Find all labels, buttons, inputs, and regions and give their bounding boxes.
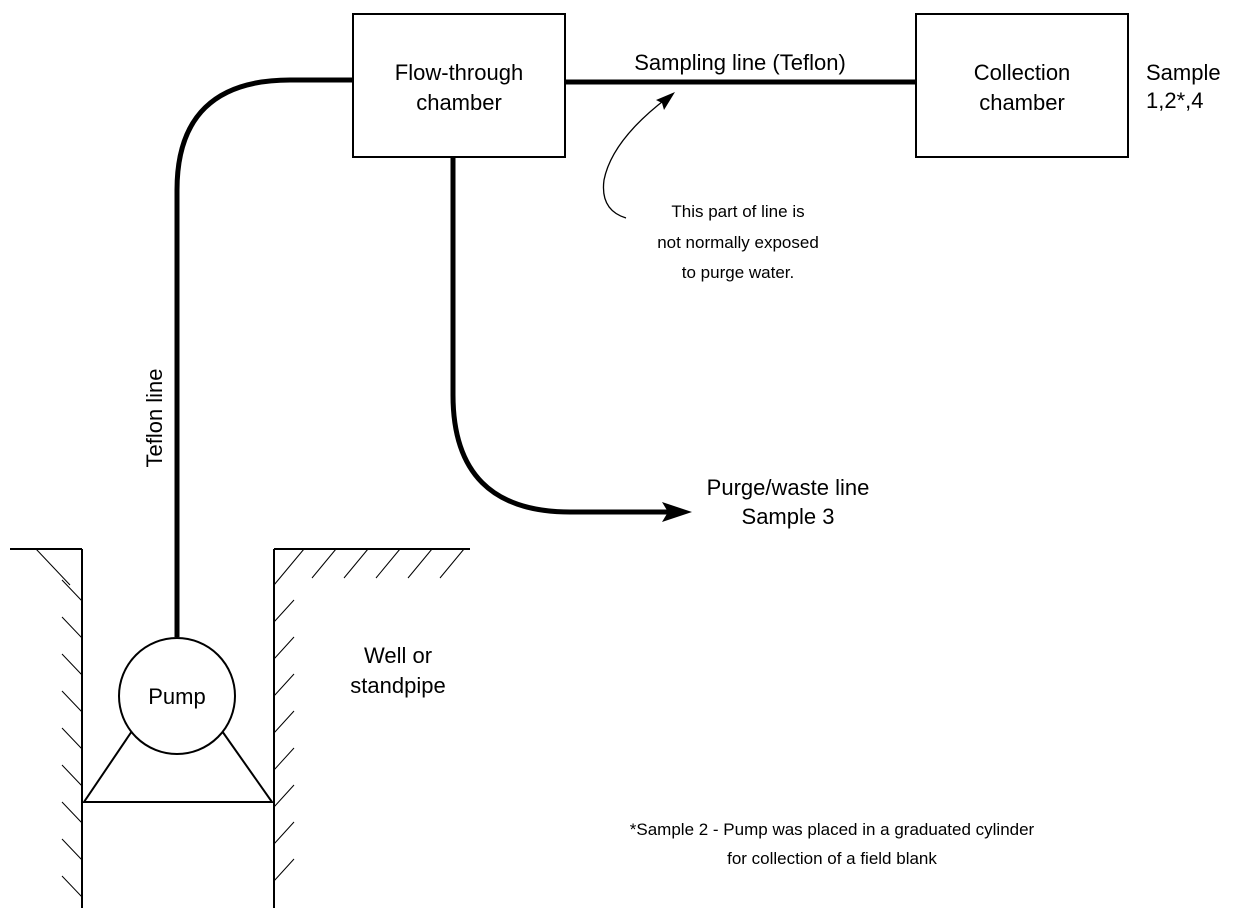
collection-chamber-label-line2: chamber	[979, 90, 1065, 115]
sample-label-line1: Sample	[1146, 60, 1221, 85]
purge-waste-line-pipe	[450, 157, 680, 515]
sampling-line-label: Sampling line (Teflon)	[634, 50, 846, 75]
annotation-curved-arrow	[602, 97, 668, 219]
purge-line-label-line2: Sample 3	[742, 504, 835, 529]
footnote-line1: *Sample 2 - Pump was placed in a graduat…	[630, 820, 1035, 839]
exposure-note-line2: not normally exposed	[657, 233, 819, 252]
teflon-line-pipe	[174, 77, 353, 637]
collection-chamber-label-line1: Collection	[974, 60, 1071, 85]
collection-chamber-box	[915, 13, 1129, 158]
annotation-arrowhead	[656, 92, 675, 110]
well-left-wall	[10, 548, 83, 908]
pump-circle	[118, 637, 236, 755]
pump-label: Pump	[148, 684, 205, 709]
flow-through-chamber-box	[352, 13, 566, 158]
flow-chamber-label-line1: Flow-through	[395, 60, 523, 85]
exposure-note-line1: This part of line is	[671, 202, 804, 221]
pump-stand	[82, 730, 274, 803]
well-label-line2: standpipe	[350, 673, 445, 698]
well-right-wall	[273, 548, 470, 908]
well-label-line1: Well or	[364, 643, 432, 668]
purge-line-label-line1: Purge/waste line	[707, 475, 870, 500]
flow-chamber-label-line2: chamber	[416, 90, 502, 115]
sample-label-line2: 1,2*,4	[1146, 88, 1204, 113]
exposure-note-line3: to purge water.	[682, 263, 794, 282]
purge-line-arrowhead	[662, 502, 692, 522]
footnote-line2: for collection of a field blank	[727, 849, 937, 868]
teflon-line-label: Teflon line	[142, 368, 167, 467]
